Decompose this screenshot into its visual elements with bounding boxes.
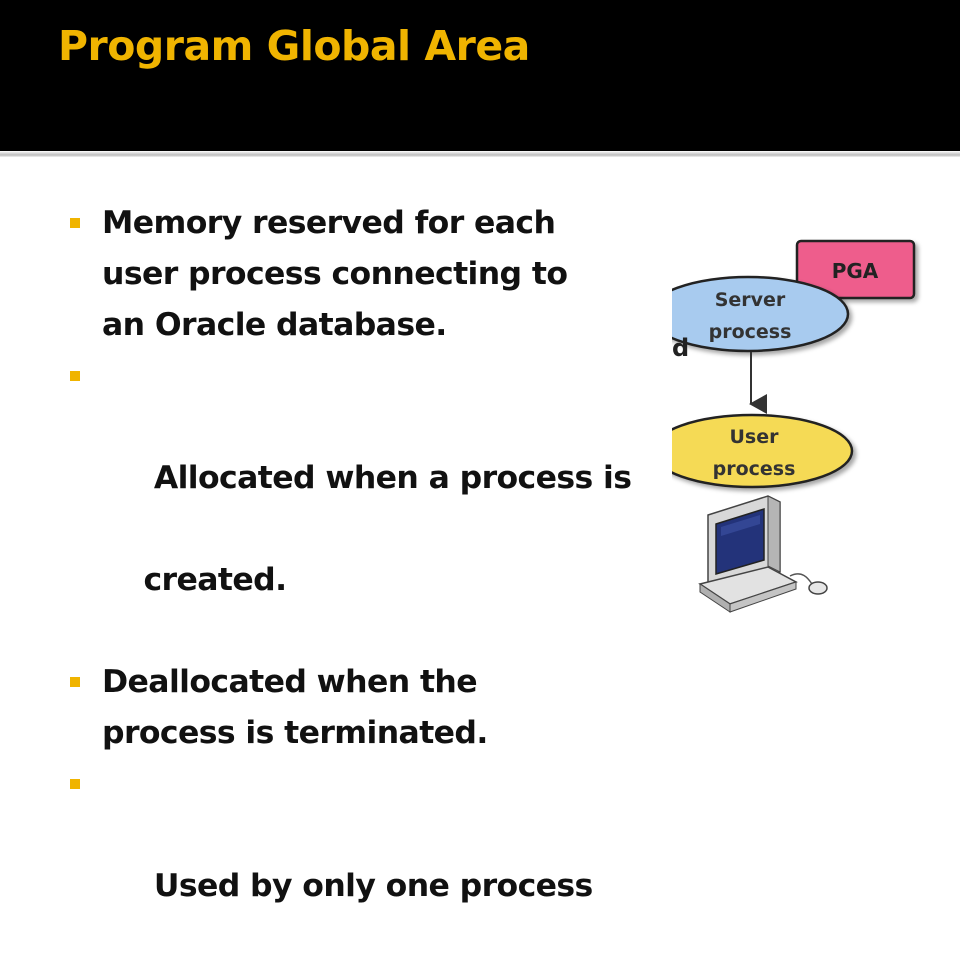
- bullet-marker: [70, 371, 80, 381]
- pga-label: PGA: [832, 259, 879, 283]
- bullet-list: Memory reserved for each user process co…: [68, 198, 632, 963]
- bullet-marker: [70, 677, 80, 687]
- bullet-text-line: created.: [143, 562, 287, 598]
- user-process-shape: [672, 413, 854, 489]
- pga-box-shape: [795, 239, 916, 300]
- server-process-node: Server process: [672, 275, 850, 353]
- bullet-item-deallocated: Deallocated when the process is terminat…: [68, 657, 628, 759]
- slide-title: Program Global Area: [58, 22, 530, 70]
- user-process-node: User process: [672, 413, 854, 489]
- user-process-label-line1: User: [730, 426, 780, 448]
- bullet-item-used-by-one: Used by only one process: [68, 759, 628, 963]
- bullet-text-line: Memory reserved for each: [102, 205, 556, 241]
- bullet-text-line: Deallocated when the: [102, 664, 478, 700]
- server-process-label-line1: Server: [715, 289, 786, 311]
- bullet-marker: [70, 218, 80, 228]
- bullet-item-allocated: Allocated when a process is created.: [68, 351, 632, 657]
- user-process-label-line2: process: [713, 458, 796, 480]
- bullet-text-line: Used by only one process: [143, 868, 593, 904]
- server-process-label-line2: process: [709, 321, 792, 343]
- server-process-shape: [672, 275, 850, 353]
- bullet-text-line: process is terminated.: [102, 715, 488, 751]
- bullet-item-memory: Memory reserved for each user process co…: [68, 198, 628, 351]
- bullet-text-line: user process connecting to: [102, 256, 568, 292]
- bullet-text-line: Allocated when a process is: [143, 460, 632, 496]
- bullet-marker: [70, 779, 80, 789]
- title-bar: Program Global Area: [0, 0, 960, 151]
- pga-diagram: PGA Server process d User process: [672, 232, 960, 624]
- title-divider: [0, 151, 960, 157]
- pga-box: PGA: [795, 239, 916, 300]
- edge-fragment-text: d: [672, 334, 689, 362]
- pga-diagram-svg: PGA Server process d User process: [672, 239, 916, 613]
- computer-icon: [698, 495, 828, 613]
- bullet-text-line: an Oracle database.: [102, 307, 447, 343]
